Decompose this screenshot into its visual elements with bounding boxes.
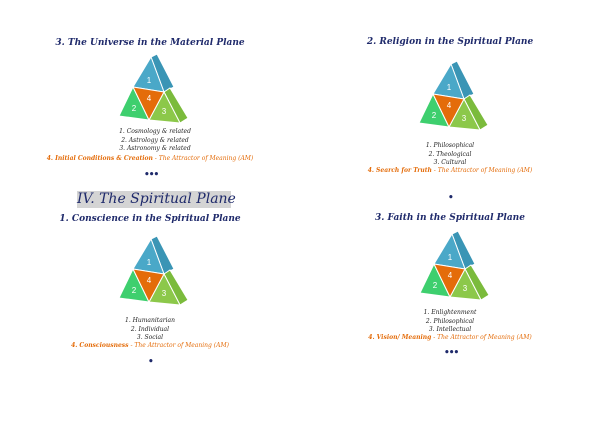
list-item: 3. Intellectual	[428, 326, 472, 333]
block-label: 4	[447, 101, 452, 110]
block-4	[132, 268, 165, 304]
block-4	[432, 93, 465, 129]
list-item: 1. Enlightenment	[423, 309, 477, 316]
panel-title-conscience: 1. Conscience in the Spiritual Plane	[59, 214, 241, 224]
list-item: 2. Individual	[130, 325, 170, 333]
block-label: 4	[448, 271, 453, 280]
block-label: 1	[147, 258, 152, 267]
attractor-suffix: - The Attractor of Meaning (AM)	[128, 342, 229, 349]
block-label: 3	[162, 289, 167, 298]
list-item: 3. Astronomy & related	[119, 145, 191, 152]
attractor-line: 4. Initial Conditions & Creation - The A…	[40, 155, 260, 162]
attractor-suffix: - The Attractor of Meaning (AM)	[431, 334, 532, 341]
list-item: 1. Humanitarian	[125, 317, 175, 324]
pyramid-diagram: 1 2 3 4	[419, 231, 490, 301]
item-list: 1. Cosmology & related 2. Astrology & re…	[100, 128, 210, 154]
block-label: 1	[447, 83, 452, 92]
list-item: 2. Philosophical	[425, 317, 475, 325]
list-item: 3. Cultural	[433, 159, 467, 166]
attractor-name: 4. Consciousness	[71, 342, 129, 349]
block-label: 3	[463, 284, 468, 293]
panel-title-religion: 2. Religion in the Spiritual Plane	[366, 37, 534, 47]
block-label: 3	[462, 114, 467, 123]
attractor-line: 4. Vision/ Meaning - The Attractor of Me…	[340, 334, 560, 341]
list-item: 3. Social	[136, 334, 164, 341]
separator-dots: •	[448, 193, 454, 203]
block-label: 1	[147, 76, 152, 85]
block-label: 1	[448, 253, 453, 262]
block-label: 2	[432, 111, 437, 120]
separator-dots: •	[148, 357, 154, 367]
attractor-name: 4. Vision/ Meaning	[368, 334, 432, 341]
attractor-line: 4. Consciousness - The Attractor of Mean…	[40, 342, 260, 349]
list-item: 1. Cosmology & related	[119, 128, 191, 135]
block-label: 2	[132, 286, 137, 295]
block-4	[132, 86, 165, 122]
attractor-suffix: - The Attractor of Meaning (AM)	[152, 155, 254, 162]
pyramid-diagram: 1 2 3 4	[418, 61, 489, 131]
block-label: 4	[147, 276, 152, 285]
panel-title-universe: 3. The Universe in the Material Plane	[55, 38, 245, 48]
section-heading: IV. The Spiritual Plane	[77, 191, 236, 208]
panel-title-faith: 3. Faith in the Spiritual Plane	[375, 213, 525, 223]
block-label: 2	[433, 281, 438, 290]
block-label: 3	[162, 107, 167, 116]
list-item: 2. Astrology & related	[121, 136, 189, 144]
block-label: 2	[132, 104, 137, 113]
pyramid-diagram: 1 2 3 4	[118, 54, 189, 124]
attractor-line: 4. Search for Truth - The Attractor of M…	[340, 167, 560, 174]
attractor-name: 4. Search for Truth	[367, 167, 432, 174]
attractor-name: 4. Initial Conditions & Creation	[46, 155, 153, 162]
item-list: 1. Enlightenment 2. Philosophical 3. Int…	[395, 309, 505, 335]
block-label: 4	[147, 94, 152, 103]
separator-dots: •••	[144, 170, 159, 180]
item-list: 1. Humanitarian 2. Individual 3. Social	[95, 317, 205, 343]
list-item: 1. Philosophical	[425, 142, 475, 149]
block-4	[433, 263, 466, 299]
separator-dots: •••	[444, 348, 459, 358]
item-list: 1. Philosophical 2. Theological 3. Cultu…	[395, 142, 505, 168]
list-item: 2. Theological	[428, 150, 472, 158]
pyramid-diagram: 1 2 3 4	[118, 236, 189, 306]
attractor-suffix: - The Attractor of Meaning (AM)	[431, 167, 533, 174]
